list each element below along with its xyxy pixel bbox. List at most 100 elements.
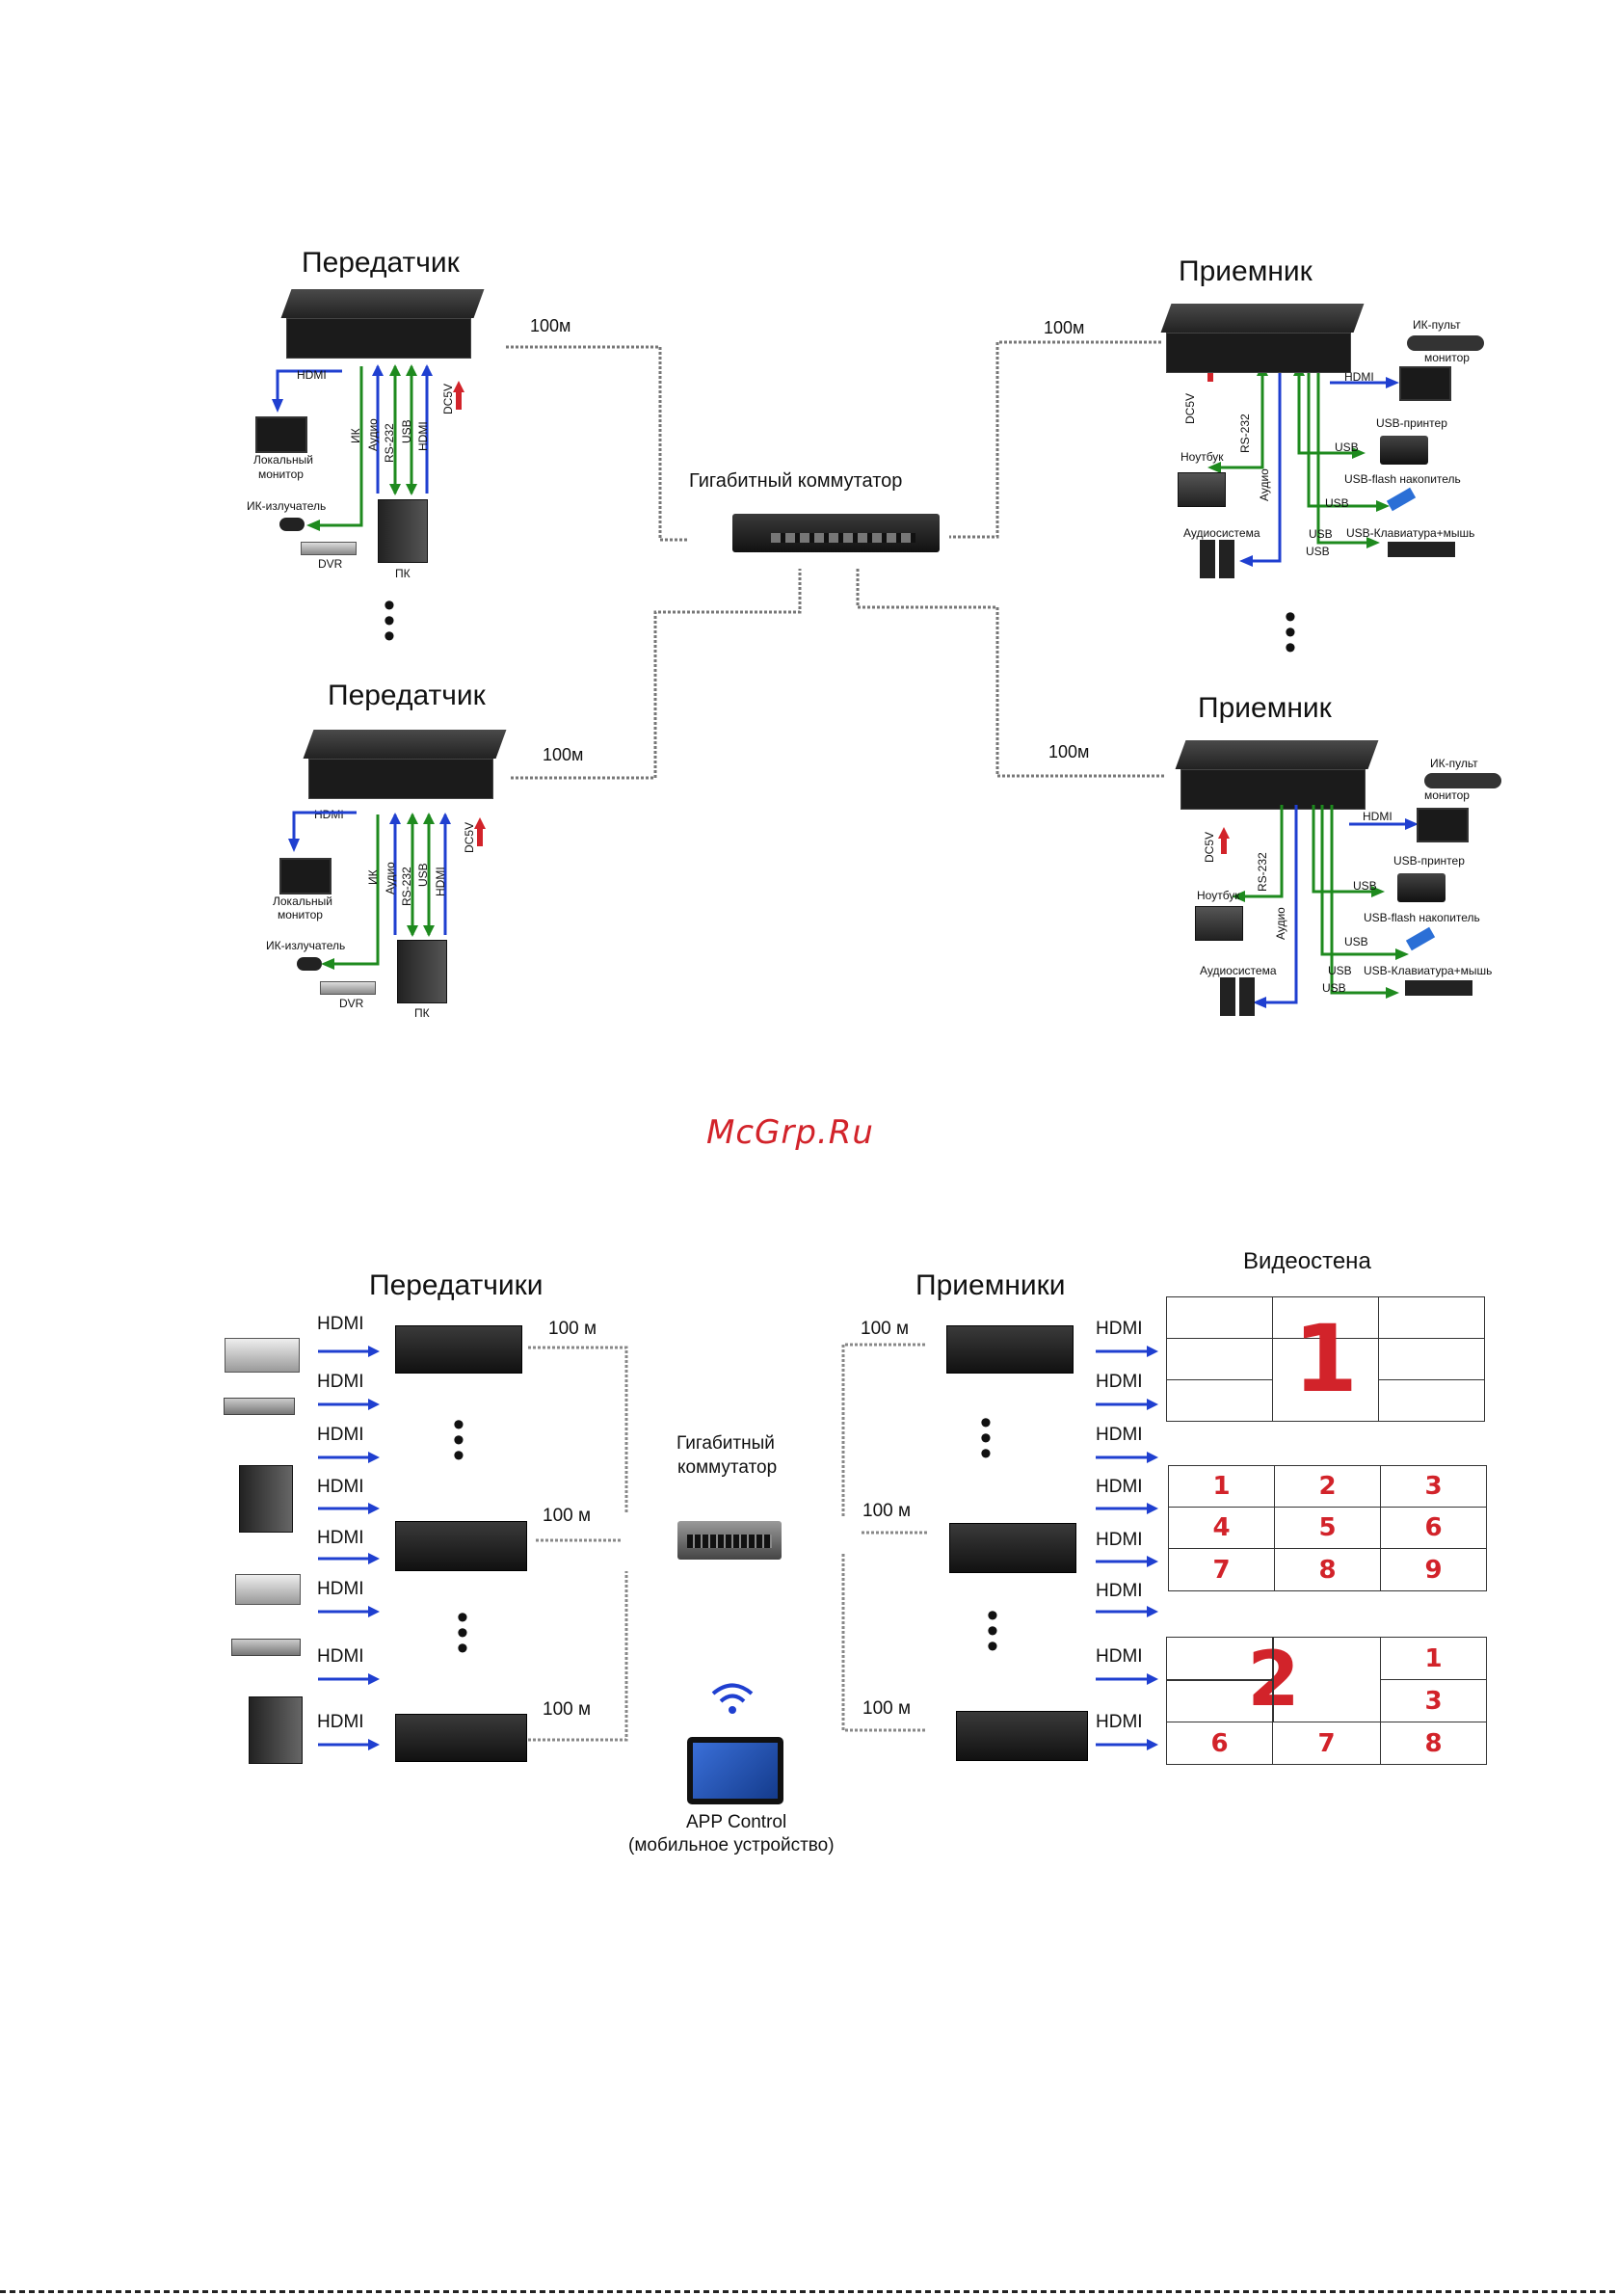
rx1-hdmi-label: HDMI (1344, 370, 1374, 384)
wall3-cell-1: 1 (1380, 1637, 1487, 1680)
cable-label-rx2: 100м (1048, 742, 1090, 761)
tx-hdmi-5: HDMI (317, 1528, 364, 1548)
tx-hdmi-3: HDMI (317, 1425, 364, 1445)
tx-ellipsis-1: ••• (453, 1406, 464, 1474)
local-monitor-2-l2: монитор (278, 908, 323, 921)
rx-ellipsis-1: ••• (980, 1404, 992, 1472)
wall3-cell-6: 6 (1166, 1722, 1273, 1765)
rx2-title: Приемник (1198, 692, 1332, 724)
rx2-usb-label-1: USB (1353, 879, 1377, 893)
rx2-monitor-icon (1417, 808, 1469, 842)
rx-hdmi-2: HDMI (1096, 1372, 1143, 1392)
videowall-2: 1 2 3 4 5 6 7 8 9 (1168, 1465, 1487, 1591)
tx2-arrows (288, 811, 486, 970)
bottom-transmitter-2 (395, 1521, 527, 1571)
rx2-usb-label-3: USB (1328, 964, 1352, 977)
rx1-usb-label-4: USB (1306, 545, 1330, 558)
tablet-icon (687, 1737, 783, 1804)
rx-hdmi-1: HDMI (1096, 1319, 1143, 1339)
gigabit-switch-icon (732, 514, 940, 552)
bottom-receiver-2 (949, 1523, 1076, 1573)
bottom-transmitter-1 (395, 1325, 522, 1374)
vertical-ellipsis-2: ••• (1285, 599, 1296, 666)
bottom-switch-icon (677, 1521, 782, 1560)
videowall-title: Видеостена (1243, 1248, 1371, 1274)
monitor-icon (255, 416, 307, 453)
tx-hdmi-6: HDMI (317, 1579, 364, 1599)
wall2-cell-2: 2 (1274, 1465, 1381, 1508)
tx1-title: Передатчик (302, 247, 460, 279)
dvr-label-2: DVR (339, 997, 364, 1010)
tx-cable-3: 100 м (543, 1699, 592, 1720)
rx2-laptop-icon (1195, 906, 1243, 941)
pc-tower-icon-2 (249, 1696, 303, 1764)
dvr-icon (301, 542, 357, 555)
ir-remote-label-l1: ИК-пульт (1413, 318, 1461, 332)
ir-emitter-icon-2 (297, 957, 322, 971)
rx2-arrows (1218, 805, 1419, 1008)
tx-hdmi-1: HDMI (317, 1314, 364, 1334)
server-icon-2 (235, 1574, 301, 1605)
videowall-1: 1 (1166, 1296, 1485, 1422)
rx2-usb-label-4: USB (1322, 981, 1346, 995)
ir-remote-icon (1407, 335, 1484, 351)
rx1-speakers-icon (1200, 540, 1234, 578)
rx-hdmi-5: HDMI (1096, 1530, 1143, 1550)
wifi-icon (711, 1683, 754, 1714)
rx2-keyboard-label: USB-Клавиатура+мышь (1364, 964, 1493, 977)
rx1-keyboard-label: USB-Клавиатура+мышь (1346, 526, 1475, 540)
tx-hdmi-8: HDMI (317, 1712, 364, 1732)
tx2-title: Передатчик (328, 680, 486, 711)
wall3-cell-3: 3 (1380, 1679, 1487, 1722)
app-control-label: APP Control (686, 1812, 787, 1832)
local-monitor-2-l1: Локальный (273, 894, 332, 908)
rx-hdmi-7: HDMI (1096, 1646, 1143, 1667)
wall2-cell-1: 1 (1168, 1465, 1275, 1508)
pc-tower-icon-1 (239, 1465, 293, 1533)
receiver-device-2 (1175, 740, 1379, 810)
rx2-usb-label-2: USB (1344, 935, 1368, 948)
rx2-printer-label: USB-принтер (1393, 854, 1465, 868)
videowall-3: 2 1 3 6 7 8 (1166, 1637, 1487, 1765)
dvr-label: DVR (318, 557, 343, 571)
rx2-printer-icon (1397, 873, 1446, 902)
rx2-speakers-icon (1220, 977, 1255, 1016)
wall2-cell-7: 7 (1168, 1548, 1275, 1591)
rx2-ir-remote-l2: монитор (1424, 788, 1470, 802)
tx-cable-2: 100 м (543, 1506, 592, 1526)
rx1-laptop-icon (1178, 472, 1226, 507)
wall2-cell-5: 5 (1274, 1507, 1381, 1549)
tx-hdmi-2: HDMI (317, 1372, 364, 1392)
rx2-laptop-label: Ноутбук (1197, 889, 1240, 902)
wall2-cell-3: 3 (1380, 1465, 1487, 1508)
cable-label-tx1: 100м (530, 316, 571, 335)
rx-cable-2: 100 м (862, 1501, 912, 1521)
dvr-icon-2 (320, 981, 376, 995)
pc-label: ПК (395, 567, 411, 580)
monitor-icon-2 (279, 858, 332, 894)
hdmi-label: HDMI (297, 368, 327, 382)
ir-emitter-label-2: ИК-излучатель (266, 939, 346, 952)
rx2-flash-label: USB-flash накопитель (1364, 911, 1480, 924)
rx2-hdmi-label: HDMI (1363, 810, 1393, 823)
ir-emitter-label: ИК-излучатель (247, 499, 327, 513)
cable-label-tx2: 100м (543, 745, 584, 764)
gigabit-switch-label: Гигабитный коммутатор (689, 470, 903, 492)
local-monitor-label-l1: Локальный (253, 453, 313, 467)
player-icon-1 (224, 1398, 295, 1415)
tx-ellipsis-2: ••• (457, 1599, 468, 1667)
rx1-title: Приемник (1179, 255, 1313, 287)
rx1-printer-icon (1380, 436, 1428, 465)
wall3-cell-7: 7 (1272, 1722, 1381, 1765)
bottom-receiver-1 (946, 1325, 1074, 1374)
bottom-transmitter-3 (395, 1714, 527, 1762)
transmitters-title: Передатчики (369, 1269, 544, 1301)
receivers-title: Приемники (915, 1269, 1066, 1301)
vertical-ellipsis-1: ••• (384, 587, 395, 654)
top-cabling (272, 340, 1399, 780)
rx-hdmi-3: HDMI (1096, 1425, 1143, 1445)
receiver-device-1 (1160, 304, 1365, 373)
rx-cable-3: 100 м (862, 1698, 912, 1719)
tx-hdmi-4: HDMI (317, 1477, 364, 1497)
